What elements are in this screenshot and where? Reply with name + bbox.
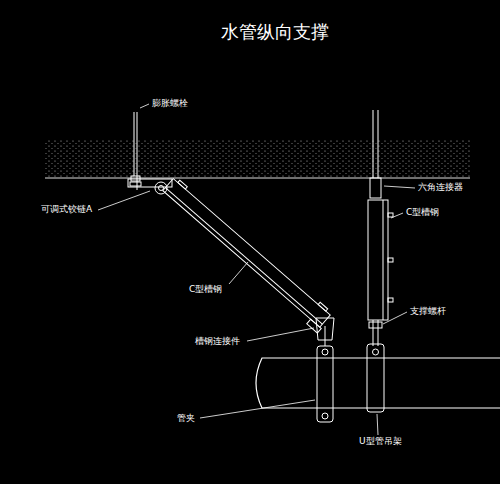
- leader-lines: [98, 104, 415, 435]
- part-label: U型管吊架: [358, 436, 403, 446]
- part-label: 槽钢连接件: [194, 336, 241, 346]
- part-label: 可调式铰链A: [40, 204, 93, 214]
- part-label: 支撑螺杆: [409, 306, 447, 316]
- concrete-ceiling: [45, 140, 470, 178]
- diagram-title: 水管纵向支撑: [220, 22, 330, 43]
- expansion-bolt: [130, 112, 141, 190]
- part-label: C型槽钢: [405, 207, 440, 217]
- part-label: 管夹: [176, 413, 196, 423]
- part-label: 膨胀螺栓: [151, 98, 189, 108]
- adjustable-hinge: [128, 179, 172, 194]
- pipe-clamp: [317, 346, 333, 422]
- part-label: 六角连接器: [417, 182, 464, 192]
- support-rod: [368, 110, 393, 346]
- ceiling-line: [45, 178, 470, 179]
- u-pipe-hanger: [367, 344, 384, 412]
- diagonal-c-channel: [159, 176, 334, 333]
- water-pipe: [256, 358, 500, 408]
- part-label: C型槽钢: [188, 284, 223, 294]
- channel-connector: [316, 318, 334, 346]
